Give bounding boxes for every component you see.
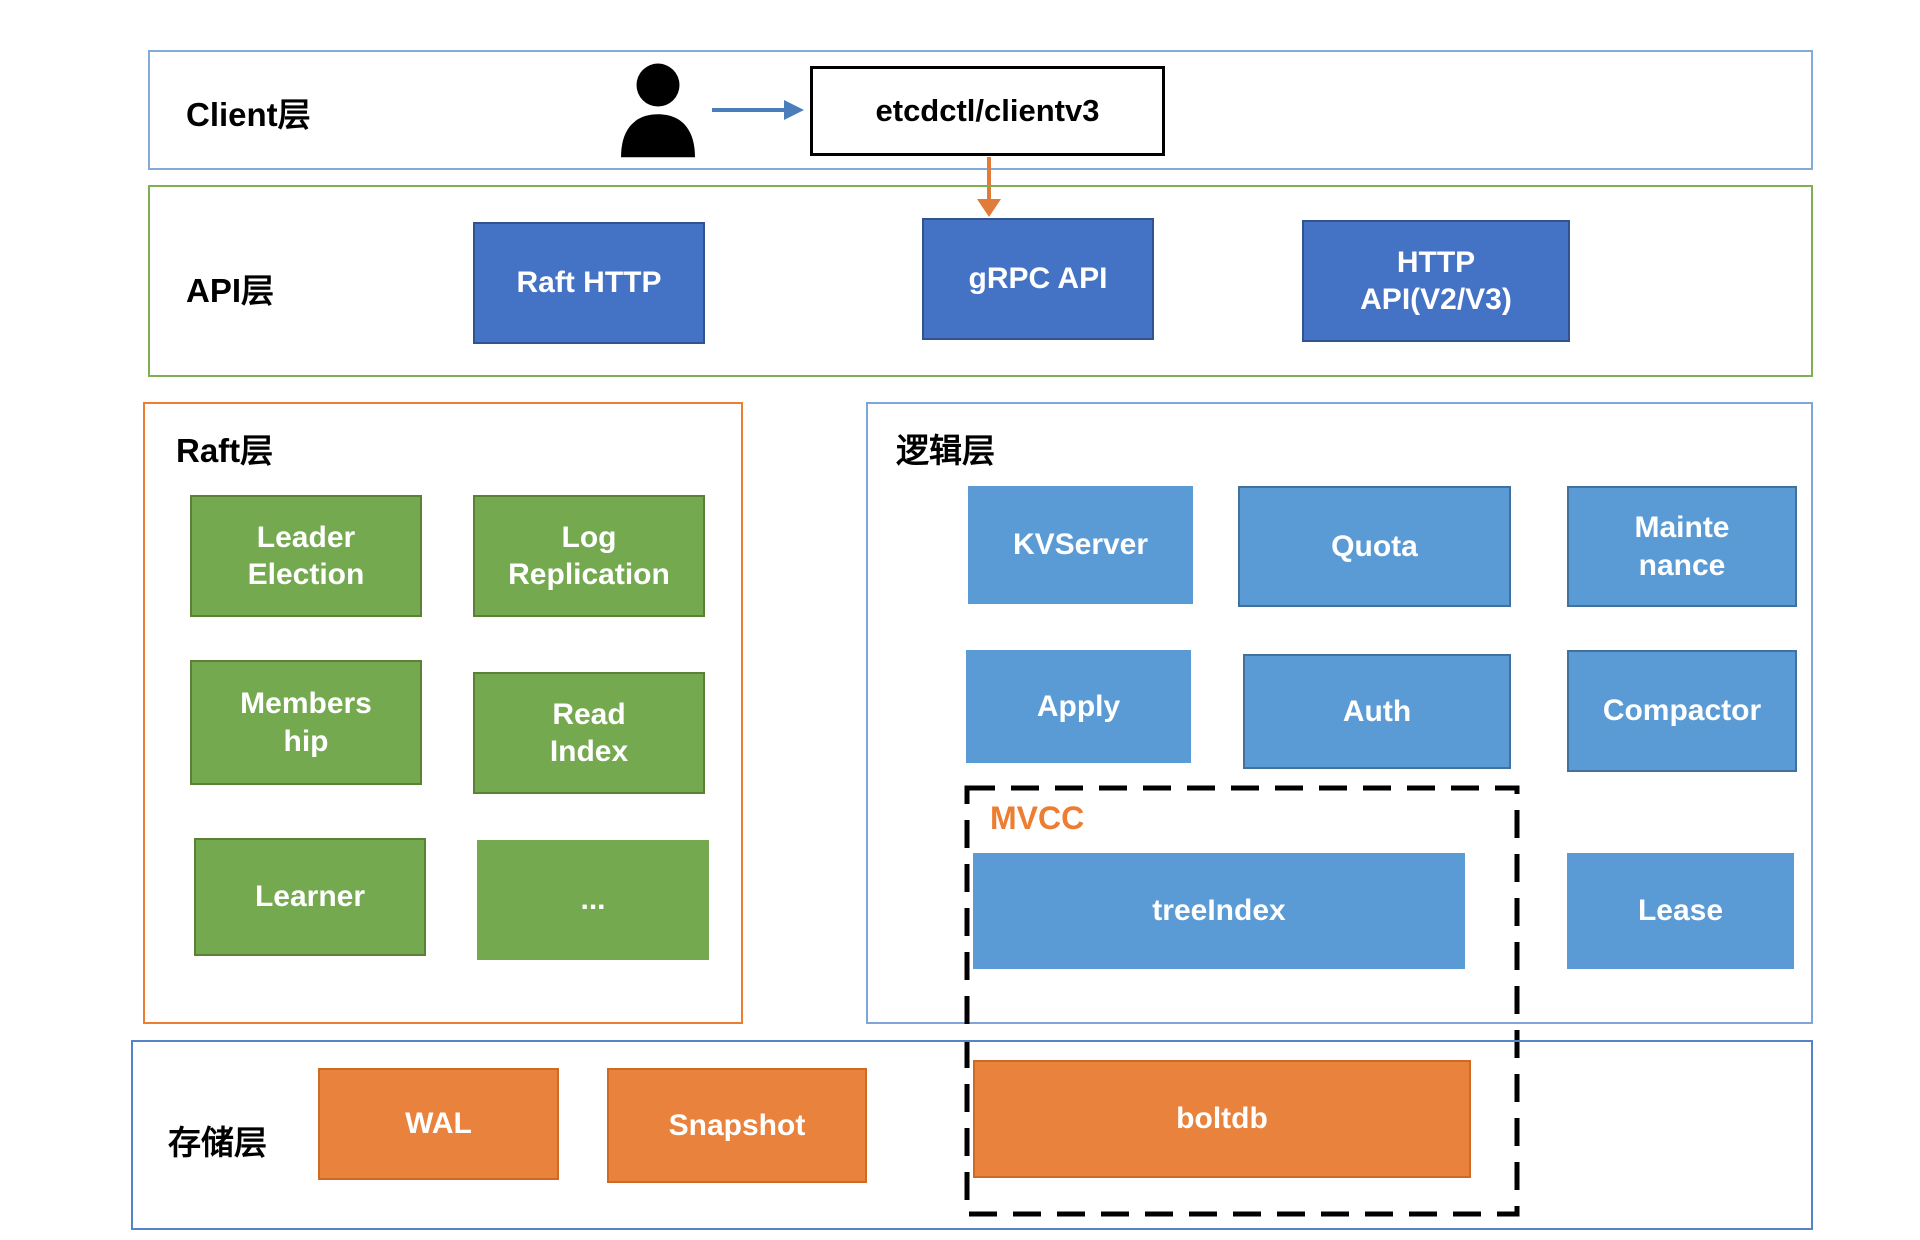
box-compactor: Compactor: [1567, 650, 1797, 772]
api-layer-frame: [148, 185, 1813, 377]
api-layer-label: API层: [186, 272, 275, 309]
box-leader-election: Leader Election: [190, 495, 422, 617]
box-read-index: Read Index: [473, 672, 705, 794]
logic-layer-label: 逻辑层: [896, 432, 995, 469]
raft-layer-frame: [143, 402, 743, 1024]
box-log-replication: Log Replication: [473, 495, 705, 617]
storage-layer-label: 存储层: [168, 1124, 267, 1161]
client-layer-frame: [148, 50, 1813, 170]
box-apply: Apply: [966, 650, 1191, 763]
box-ellipsis: ...: [477, 840, 709, 960]
box-learner: Learner: [194, 838, 426, 956]
arrow-down-icon: [977, 157, 1001, 217]
arrow-right-icon: [712, 100, 804, 120]
client-box: etcdctl/clientv3: [810, 66, 1165, 156]
box-lease: Lease: [1567, 853, 1794, 969]
mvcc-dashed-box: [964, 785, 1520, 1217]
box-boltdb: boltdb: [973, 1060, 1471, 1178]
logic-layer-frame: [866, 402, 1813, 1024]
box-raft-http: Raft HTTP: [473, 222, 705, 344]
box-http-api: HTTP API(V2/V3): [1302, 220, 1570, 342]
box-auth: Auth: [1243, 654, 1511, 769]
box-grpc-api: gRPC API: [922, 218, 1154, 340]
box-membership: Members hip: [190, 660, 422, 785]
box-snapshot: Snapshot: [607, 1068, 867, 1183]
user-icon: [621, 63, 695, 158]
raft-layer-label: Raft层: [176, 432, 274, 469]
box-tree-index: treeIndex: [973, 853, 1465, 969]
box-wal: WAL: [318, 1068, 559, 1180]
box-quota: Quota: [1238, 486, 1511, 607]
storage-layer-frame: [131, 1040, 1813, 1230]
mvcc-label: MVCC: [990, 800, 1085, 836]
box-kvserver: KVServer: [968, 486, 1193, 604]
box-maintenance: Mainte nance: [1567, 486, 1797, 607]
client-layer-label: Client层: [186, 96, 311, 133]
